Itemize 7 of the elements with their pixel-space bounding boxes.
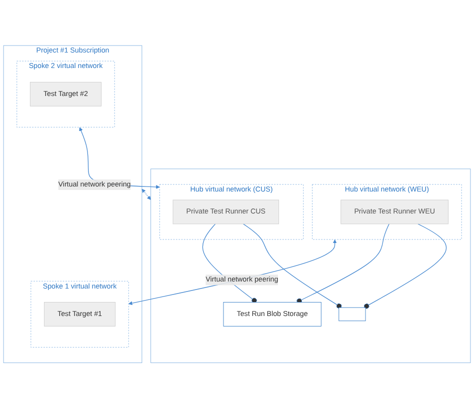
connector [296,223,390,304]
arrow [128,239,337,305]
connector [242,223,342,308]
node-box [338,307,366,321]
connector [364,223,447,309]
cluster [150,168,471,363]
arrow [142,188,151,200]
